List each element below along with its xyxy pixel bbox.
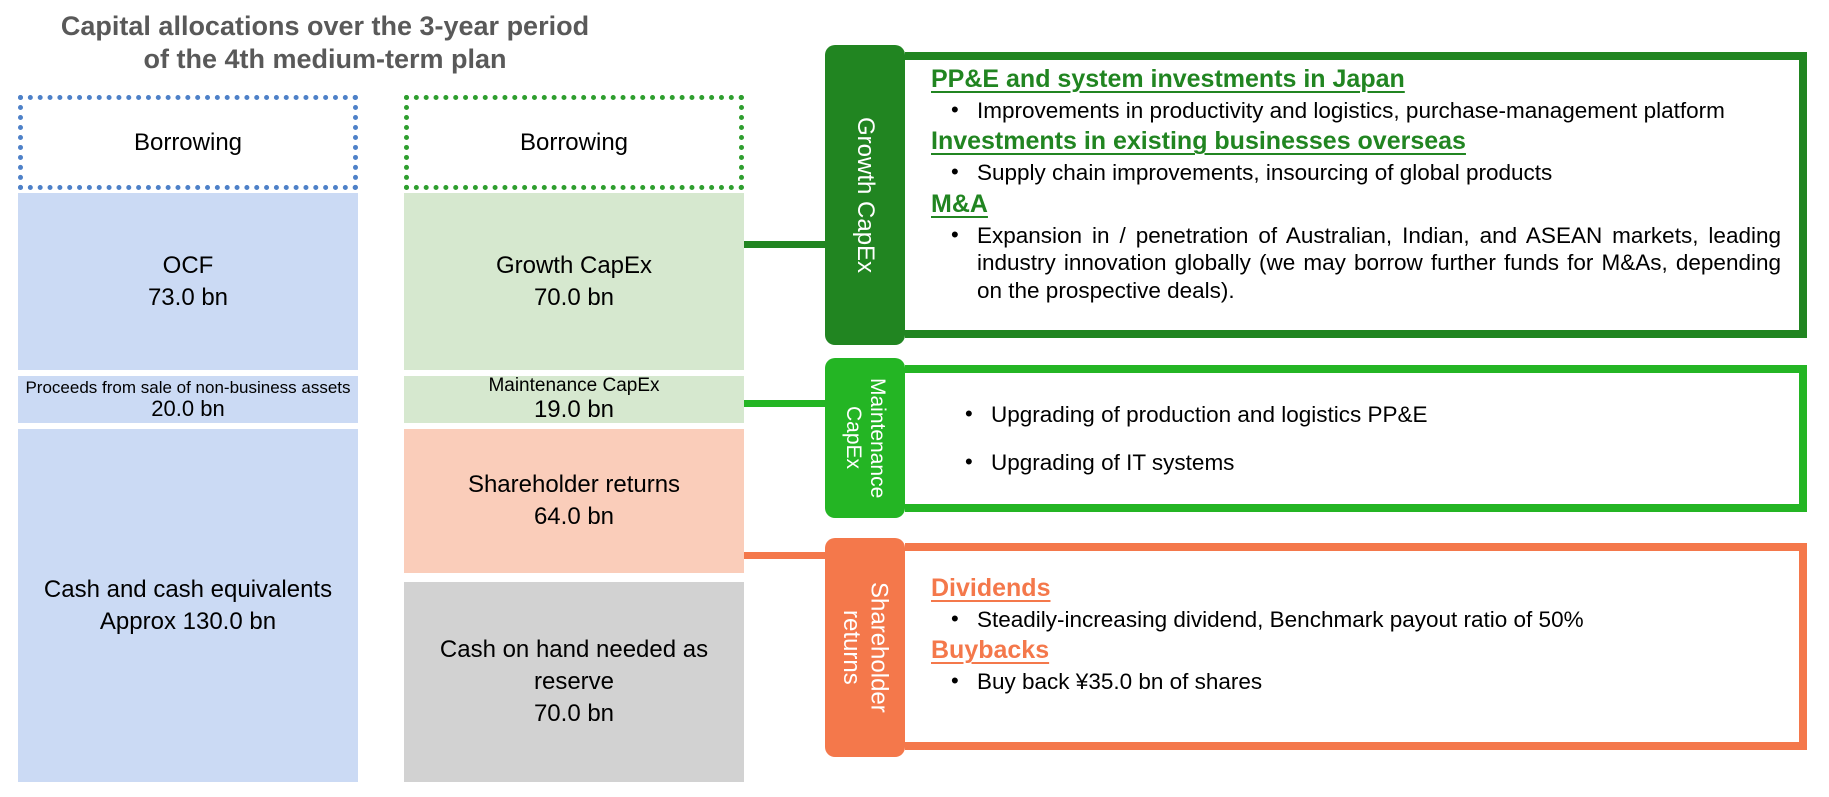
page-title-line1: Capital allocations over the 3-year peri… — [60, 11, 590, 41]
connector-growth — [744, 241, 825, 248]
segment-ocf-label: OCF — [162, 251, 214, 279]
segment-growth-capex: Growth CapEx 70.0 bn — [404, 193, 744, 370]
segment-cash-value: Approx 130.0 bn — [99, 607, 277, 635]
segment-growth-label: Growth CapEx — [495, 251, 653, 279]
growth-bullet-existing: Supply chain improvements, insourcing of… — [931, 159, 1781, 186]
shareholder-returns-panel: Dividends Steadily-increasing dividend, … — [905, 543, 1807, 750]
growth-heading-existing: Investments in existing businesses overs… — [931, 127, 1466, 156]
segment-proceeds-label: Proceeds from sale of non-business asset… — [25, 377, 351, 397]
segment-cash-on-hand-label: Cash on hand needed as reserve — [439, 636, 709, 696]
segment-maintenance-value: 19.0 bn — [533, 395, 615, 423]
shareholder-returns-tab: Shareholder returns — [825, 538, 905, 757]
borrowing-label-left: Borrowing — [133, 128, 243, 156]
segment-proceeds-value: 20.0 bn — [151, 396, 225, 422]
growth-capex-panel: PP&E and system investments in Japan Imp… — [905, 52, 1807, 338]
shareholder-heading-dividends: Dividends — [931, 574, 1051, 602]
segment-shareholder-value: 64.0 bn — [533, 503, 615, 530]
borrowing-box-left: Borrowing — [18, 95, 358, 190]
maintenance-capex-tab: Maintenance CapEx — [825, 358, 905, 518]
shareholder-heading-buybacks: Buybacks — [931, 636, 1050, 665]
segment-shareholder-returns: Shareholder returns 64.0 bn — [404, 429, 744, 573]
maintenance-capex-tab-label: Maintenance CapEx — [842, 377, 890, 499]
segment-cash-on-hand: Cash on hand needed as reserve 70.0 bn — [404, 582, 744, 782]
connector-maintenance — [744, 400, 825, 407]
segment-shareholder-label: Shareholder returns — [467, 471, 681, 499]
segment-maintenance-label: Maintenance CapEx — [488, 374, 660, 396]
maintenance-bullet-production: Upgrading of production and logistics PP… — [965, 401, 1781, 428]
shareholder-returns-tab-label: Shareholder returns — [838, 582, 893, 713]
segment-cash-label: Cash and cash equivalents — [43, 575, 333, 603]
growth-heading-ppe: PP&E and system investments in Japan — [931, 65, 1405, 93]
segment-maintenance-capex: Maintenance CapEx 19.0 bn — [404, 374, 744, 423]
segment-growth-value: 70.0 bn — [533, 283, 615, 311]
shareholder-bullet-dividends: Steadily-increasing dividend, Benchmark … — [931, 606, 1781, 633]
growth-capex-tab: Growth CapEx — [825, 45, 905, 345]
segment-cash-on-hand-value: 70.0 bn — [533, 699, 615, 727]
growth-bullet-ma: Expansion in / penetration of Australian… — [931, 222, 1781, 304]
segment-ocf-value: 73.0 bn — [147, 283, 229, 311]
growth-capex-tab-label: Growth CapEx — [851, 116, 879, 274]
shareholder-bullet-buybacks: Buy back ¥35.0 bn of shares — [931, 668, 1781, 695]
maintenance-bullet-it: Upgrading of IT systems — [965, 449, 1781, 476]
borrowing-label-right: Borrowing — [519, 128, 629, 156]
maintenance-capex-panel: Upgrading of production and logistics PP… — [905, 365, 1807, 512]
growth-bullet-ppe: Improvements in productivity and logisti… — [931, 97, 1781, 124]
growth-heading-ma: M&A — [931, 189, 988, 218]
segment-cash-equivalents: Cash and cash equivalents Approx 130.0 b… — [18, 429, 358, 782]
page-title: Capital allocations over the 3-year peri… — [40, 10, 610, 76]
segment-ocf: OCF 73.0 bn — [18, 193, 358, 370]
page-title-line2: of the 4th medium-term plan — [143, 43, 507, 74]
connector-shareholder — [744, 552, 825, 559]
segment-proceeds: Proceeds from sale of non-business asset… — [18, 376, 358, 423]
borrowing-box-right: Borrowing — [404, 95, 744, 190]
